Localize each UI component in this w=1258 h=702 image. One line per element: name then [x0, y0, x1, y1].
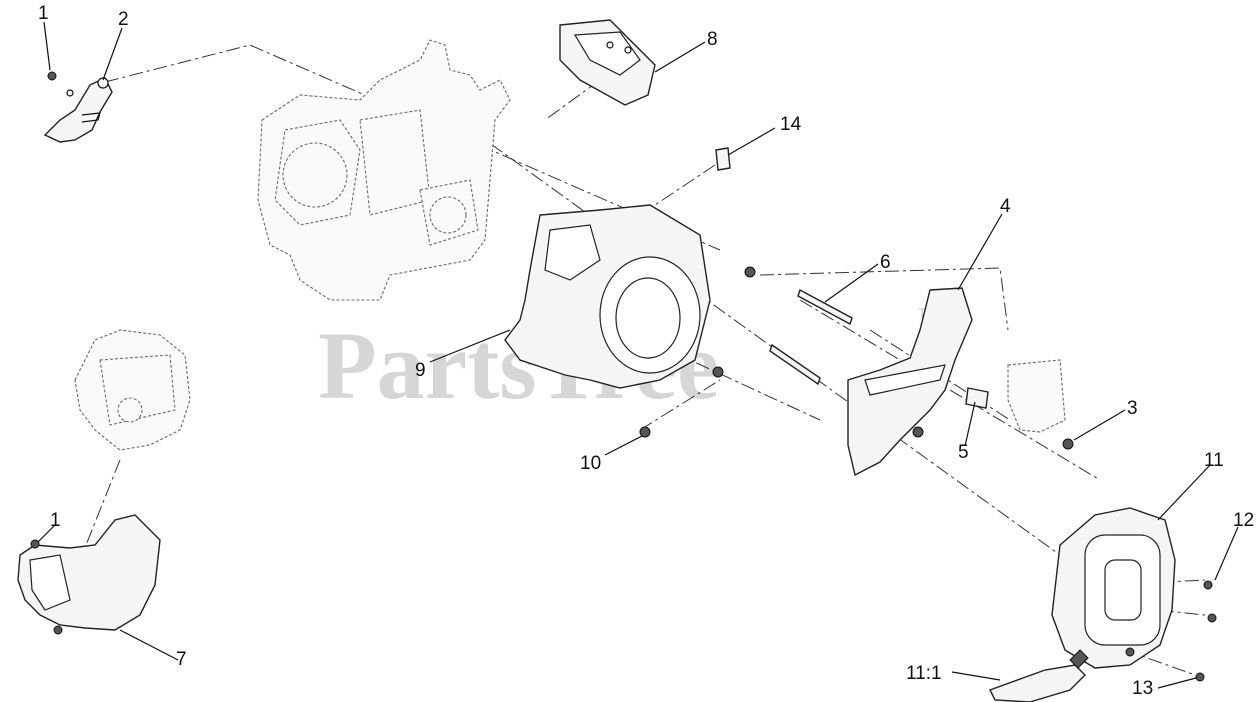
callout-14: 14	[780, 114, 802, 135]
part-7-cover	[17, 514, 161, 631]
callout-11-1: 11:1	[906, 663, 942, 684]
part-8-air-guide	[559, 19, 656, 106]
callout-8: 8	[707, 29, 718, 50]
part-10-bolt	[639, 426, 651, 438]
part-4-baffle	[847, 287, 973, 477]
cylinder-head	[74, 329, 191, 451]
leader-lines	[37, 21, 1239, 689]
part-14-clip	[715, 147, 731, 171]
callout-1-top: 1	[38, 3, 49, 24]
part-11-1-handle	[989, 649, 1089, 702]
part-1-nut-top	[47, 71, 74, 97]
engine-block	[257, 39, 511, 301]
callout-2: 2	[118, 9, 129, 30]
part-11-recoil-starter	[1051, 507, 1176, 669]
part-2-lever	[43, 77, 113, 143]
callout-9: 9	[415, 360, 426, 381]
callout-11: 11	[1204, 450, 1224, 471]
callout-13: 13	[1132, 678, 1153, 699]
part-1-bolt-bottom	[30, 539, 63, 635]
callout-labels: 1 2 8 14 4 6 9 3 5 10 11 12 1 7 11:1 13	[38, 3, 1254, 699]
callout-10: 10	[580, 453, 601, 474]
callout-12: 12	[1233, 510, 1254, 531]
part-9-blower-housing	[504, 204, 711, 389]
part-6-studs	[769, 288, 853, 386]
part-5-spacer	[965, 387, 989, 409]
callout-1-bottom: 1	[50, 510, 61, 531]
small-bolts	[639, 266, 924, 438]
part-3-nut	[1062, 438, 1074, 450]
callout-5: 5	[958, 442, 969, 463]
parts-12-13-bolts	[1125, 580, 1217, 682]
bracket-plate	[1007, 359, 1066, 433]
callout-3: 3	[1127, 398, 1138, 419]
callout-6: 6	[880, 252, 891, 273]
callout-7: 7	[176, 649, 187, 670]
callout-4: 4	[1000, 196, 1011, 217]
